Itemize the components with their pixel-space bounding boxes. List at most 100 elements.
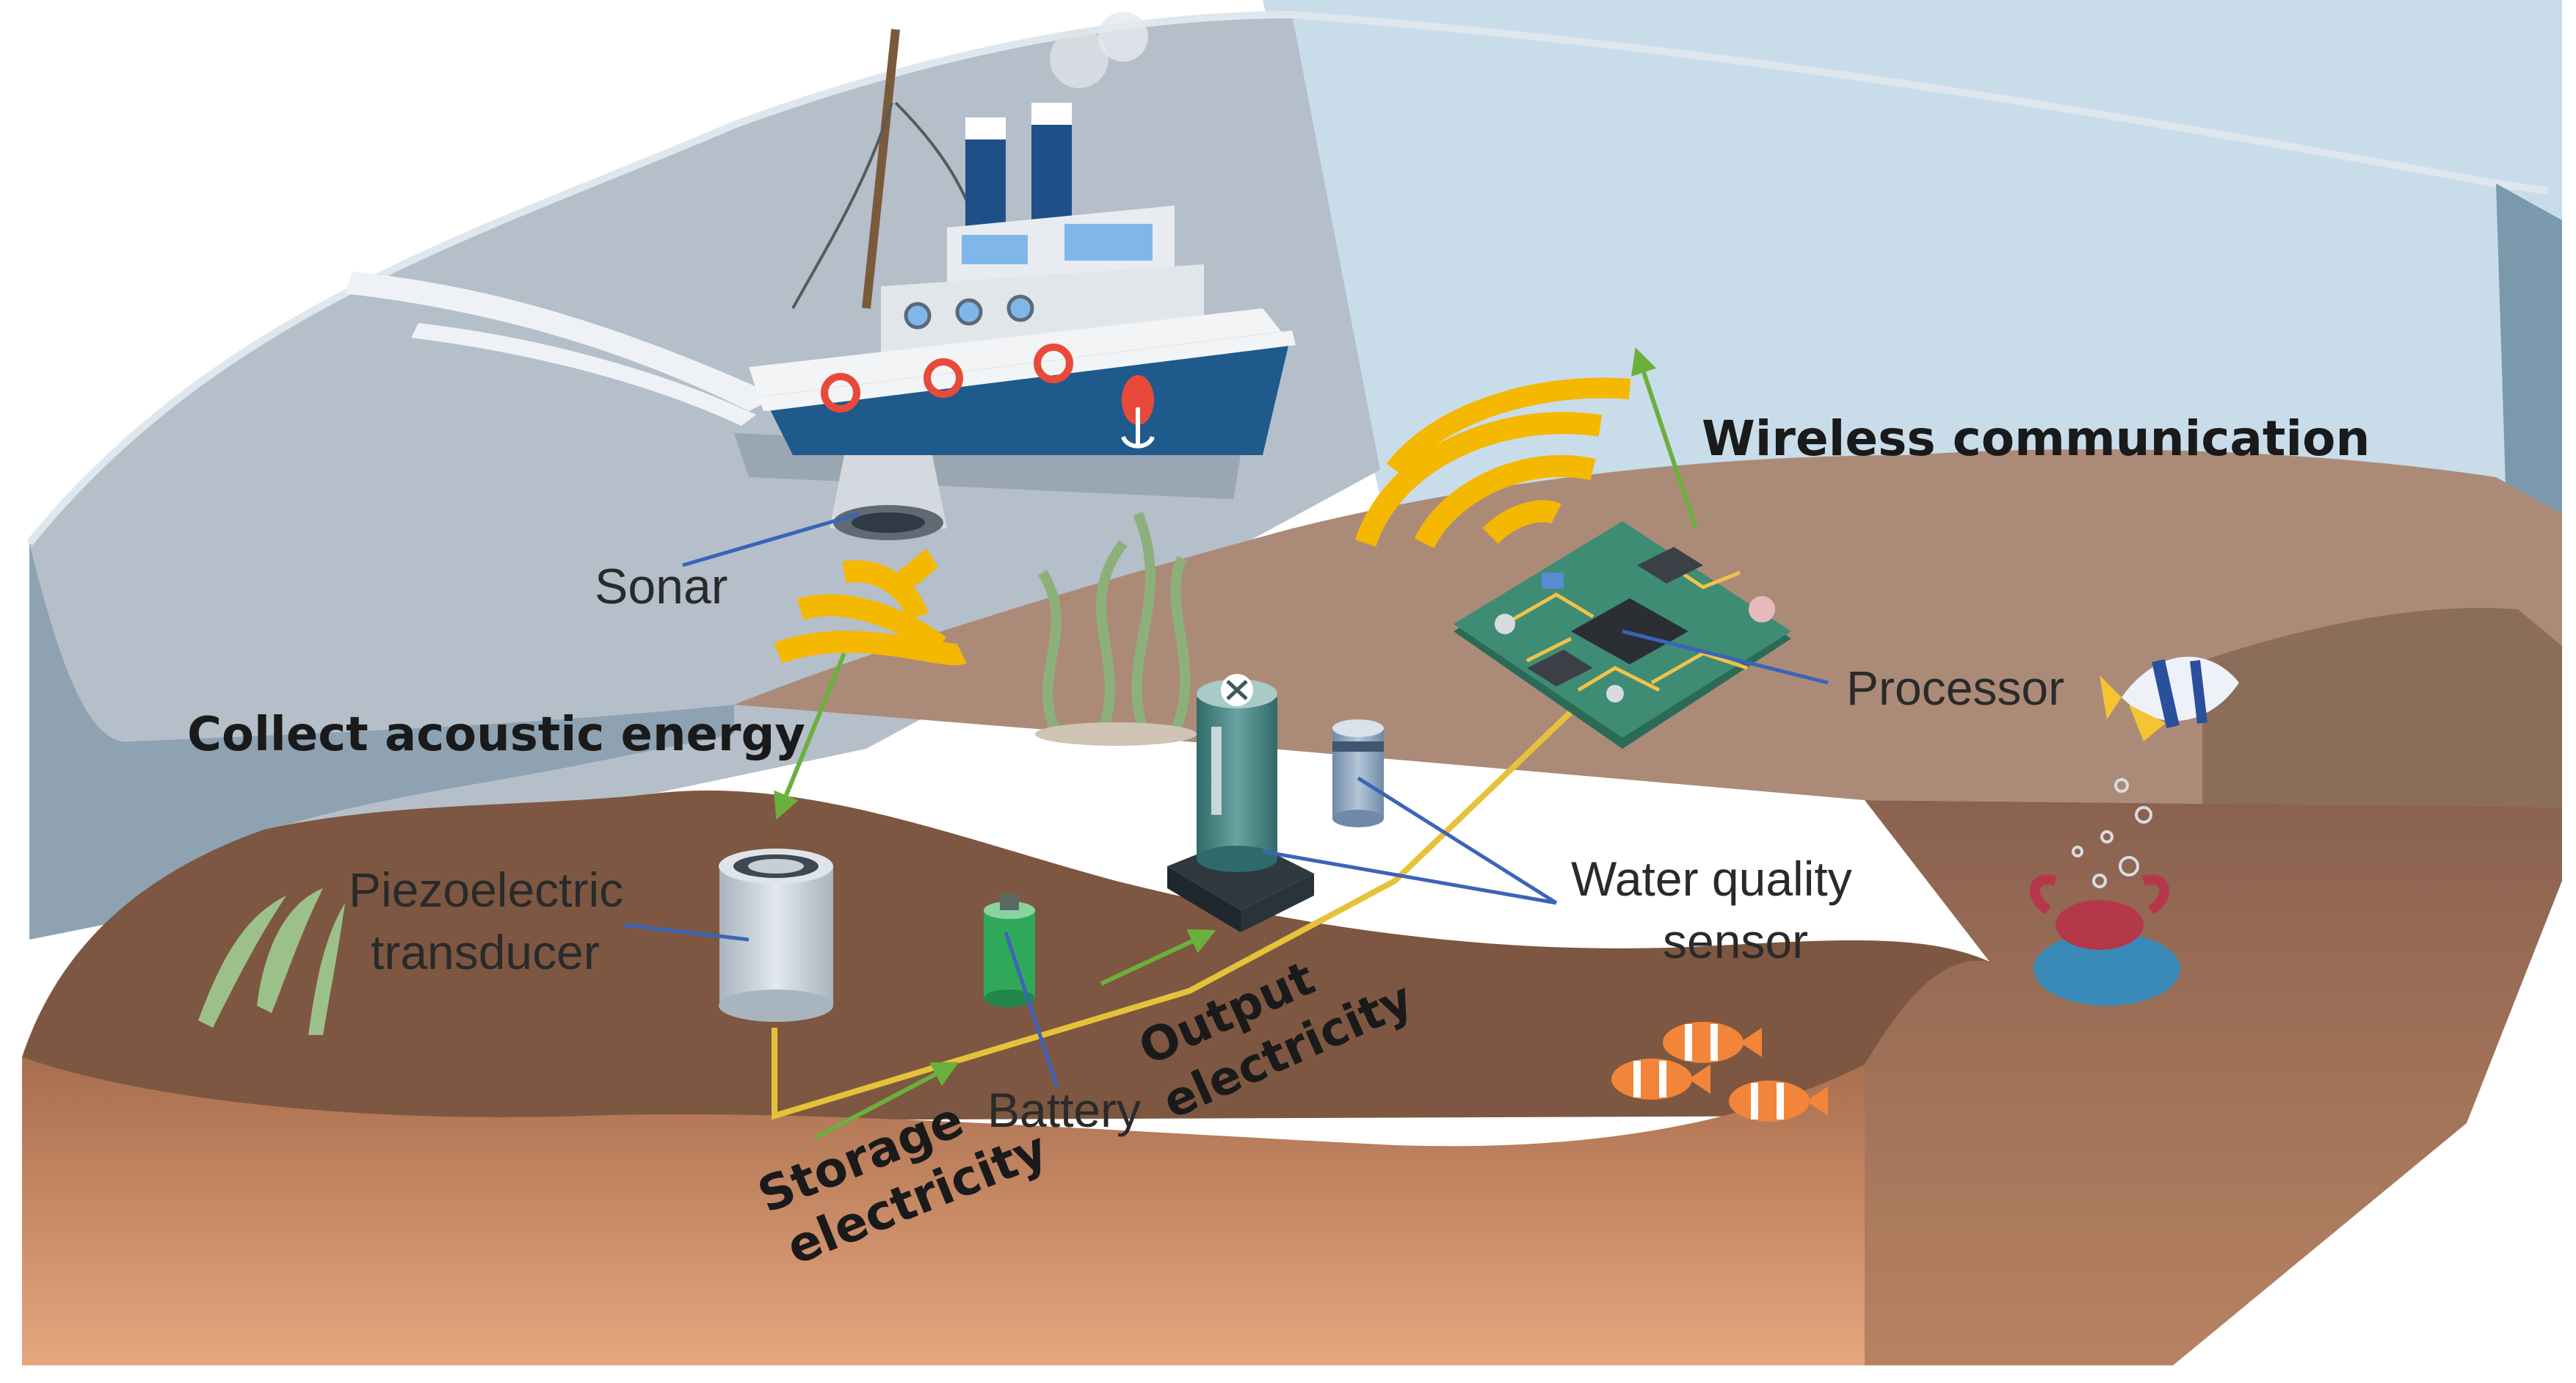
bubble-5 xyxy=(2092,874,2107,888)
sonar-waves xyxy=(774,548,967,666)
processor-label: Processor xyxy=(1846,661,2064,715)
water-left-face xyxy=(29,543,734,940)
bubble-6 xyxy=(2072,846,2083,857)
cabin-window-1 xyxy=(962,235,1028,264)
clownfish-3 xyxy=(1729,1081,1828,1122)
ship-rigging-2 xyxy=(791,102,893,309)
sensor-band xyxy=(1332,741,1384,752)
clownfish-2 xyxy=(1611,1059,1710,1100)
funnel-right xyxy=(1031,110,1072,235)
seaweed-base xyxy=(1035,722,1197,746)
porthole-2 xyxy=(955,298,983,326)
transducer-body xyxy=(719,866,833,1006)
ship xyxy=(734,12,1296,540)
pointer-processor xyxy=(1622,629,1829,685)
wireless-communication-label: Wireless communication xyxy=(1702,410,2370,467)
wireless-arrow xyxy=(1631,347,1698,529)
seaweed-strand xyxy=(1038,570,1062,737)
wireless-wave-3 xyxy=(1354,412,1603,548)
transducer-bottom xyxy=(719,990,833,1022)
ship-hull-stripe xyxy=(763,330,1296,411)
clownfish-school xyxy=(1611,1022,1828,1122)
funnel-left-cap xyxy=(965,117,1006,139)
transducer-top-inner xyxy=(748,859,804,874)
output-arrow xyxy=(1100,929,1216,986)
wireless-wave-4 xyxy=(1386,377,1631,476)
seaweed-left xyxy=(198,888,345,1035)
angelfish-stripe xyxy=(2152,659,2180,728)
chip-small-2 xyxy=(1527,650,1593,686)
seaweed-leaf-3 xyxy=(308,903,345,1035)
trace xyxy=(1503,592,1594,626)
chip-small xyxy=(1637,547,1703,584)
seabed-side-face xyxy=(1865,800,2562,1365)
sonar-label: Sonar xyxy=(595,559,728,614)
acoustic-arrow xyxy=(774,652,846,820)
water-quality-sensor xyxy=(1332,719,1384,827)
sonar-wave-1 xyxy=(897,548,939,590)
lifebuoy-icon-3 xyxy=(1034,344,1073,383)
bubbles xyxy=(2072,778,2152,888)
crab xyxy=(2029,874,2180,1006)
battery-label: Battery xyxy=(987,1083,1141,1137)
crab-body xyxy=(2056,900,2144,950)
trace-5 xyxy=(1525,636,1572,663)
piezoelectric-label-line1: Piezoelectric xyxy=(349,863,623,917)
output-base-side xyxy=(1167,866,1241,932)
battery xyxy=(984,894,1035,1007)
ship-emblem xyxy=(1122,375,1154,425)
seaweed-leaf-2 xyxy=(257,888,323,1013)
water-quality-label-line2: sensor xyxy=(1663,914,1808,968)
sonar-wave-2 xyxy=(842,560,929,620)
pointer-lines xyxy=(623,512,1829,1087)
piezoelectric-label-line2: transducer xyxy=(371,925,600,979)
piezoelectric-transducer xyxy=(719,849,833,1022)
bubble-4 xyxy=(2119,856,2139,876)
collect-acoustic-energy-label: Collect acoustic energy xyxy=(187,708,805,762)
ship-wake-2 xyxy=(411,323,756,426)
smoke-puff xyxy=(1050,29,1109,88)
angelfish-stripe-2 xyxy=(2190,660,2207,724)
tank-label-stripe xyxy=(1211,727,1222,815)
pointer-sensor-tank xyxy=(1262,849,1557,905)
crab-rock xyxy=(2033,932,2180,1006)
seaweed-strand-2 xyxy=(1096,540,1128,736)
power-wires xyxy=(772,703,1581,1120)
sensor-top xyxy=(1332,719,1384,737)
seaweed-strand-3 xyxy=(1131,512,1156,736)
lifebuoy-icon-2 xyxy=(924,358,963,398)
bubble xyxy=(2114,778,2129,793)
ship-mast xyxy=(862,29,900,309)
output-module xyxy=(1167,674,1314,932)
board-component-2 xyxy=(1749,596,1775,622)
wireless-waves xyxy=(1354,412,1603,549)
tank-body xyxy=(1197,697,1277,859)
seaweed-strand-4 xyxy=(1169,556,1191,736)
battery-terminal xyxy=(1000,894,1019,910)
output-base-side-2 xyxy=(1241,874,1314,932)
tank-bottom xyxy=(1197,846,1277,872)
smoke-puff-2 xyxy=(1098,12,1148,62)
angelfish-fin xyxy=(2129,705,2166,741)
wireless-wave-1 xyxy=(1482,500,1561,544)
seabed-front-face xyxy=(22,1057,1865,1365)
lifebuoy-icon xyxy=(821,373,860,413)
sonar-emitter-inner xyxy=(852,512,925,533)
battery-bottom xyxy=(984,990,1035,1007)
storage-arrow xyxy=(813,1061,959,1140)
crab-claw xyxy=(2029,874,2058,915)
clownfish xyxy=(1663,1022,1762,1063)
pointer-sensor xyxy=(1357,776,1558,905)
board-component xyxy=(1495,614,1515,634)
pointer-sonar xyxy=(682,512,860,567)
bubble-3 xyxy=(2100,830,2114,843)
angelfish xyxy=(2100,656,2239,741)
wireless-wave-2 xyxy=(1414,454,1596,549)
porthole-1 xyxy=(904,302,932,330)
cabin-window-2 xyxy=(1064,224,1153,261)
processor-board xyxy=(1454,521,1791,749)
bubble-2 xyxy=(2135,806,2152,824)
porthole-3 xyxy=(1006,294,1034,322)
pointer-battery xyxy=(1004,932,1059,1087)
